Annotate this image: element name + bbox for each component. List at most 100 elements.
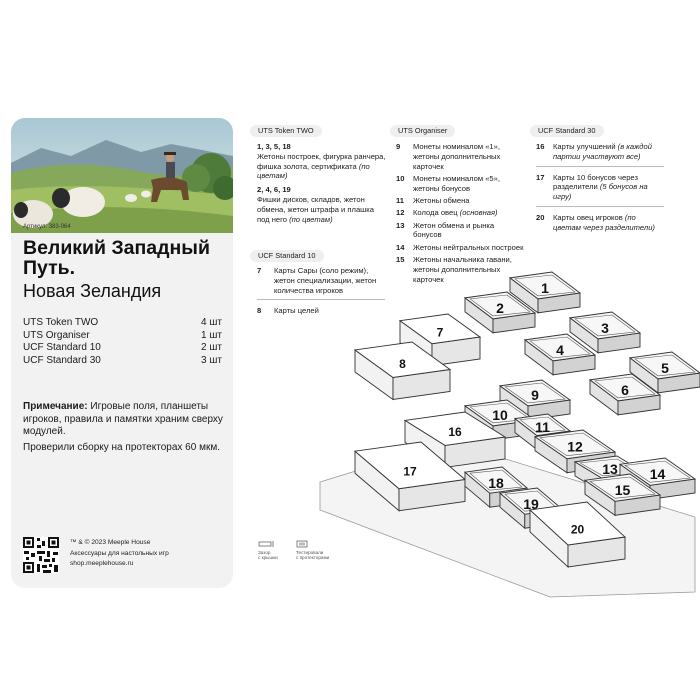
gap-icon (258, 541, 274, 547)
compartment-rim (514, 274, 576, 297)
compartment-top (498, 379, 572, 407)
tag-ucf-standard-30: UCF Standard 30 (530, 125, 604, 137)
compartment-rim (519, 416, 566, 433)
compartment-rim (469, 294, 531, 317)
tag-uts-organiser: UTS Organiser (390, 125, 456, 137)
compartment-top (513, 413, 572, 437)
compartment-number: 3 (601, 320, 609, 336)
compartment-number: 5 (661, 360, 669, 376)
compartment-top (353, 341, 452, 378)
organizer-compartment: 20 (528, 501, 627, 569)
compartment-rim (504, 382, 566, 404)
compartment-number: 1 (541, 280, 549, 296)
compartment-top (588, 373, 662, 402)
compartment-top (528, 501, 627, 546)
compartment-number: 9 (531, 387, 539, 403)
compartment-top (463, 291, 537, 320)
organizer-compartment: 1 (508, 271, 582, 314)
compartment-rim (589, 476, 656, 499)
cover-illustration (11, 118, 233, 233)
compartment-number: 2 (496, 300, 504, 316)
sleeve-check-note: Проверили сборку на протекторах 60 мкм. (23, 442, 220, 453)
list-item: 2, 4, 6, 19 Фишки дисков, складов, жетон… (257, 185, 374, 224)
compartment-number: 17 (403, 465, 417, 479)
organizer-compartment: 4 (523, 333, 597, 376)
compartment-top (568, 311, 642, 340)
compartment-rim (469, 469, 523, 491)
compartment-rim (529, 336, 591, 359)
compartment-rim (624, 460, 691, 483)
compartment-rim (634, 354, 696, 377)
compartment-top (508, 271, 582, 300)
compartment-number: 10 (492, 407, 508, 423)
organizer-compartment: 5 (628, 351, 700, 394)
sleeve-icon (296, 540, 308, 548)
game-subtitle: Новая Зеландия (23, 281, 162, 301)
compartment-top (583, 473, 662, 502)
compartment-number: 16 (448, 425, 462, 439)
compartment-number: 7 (437, 325, 444, 339)
compartment-number: 14 (650, 466, 666, 482)
compartment-number: 11 (535, 419, 550, 435)
organizer-compartment: 6 (588, 373, 662, 416)
compartment-top (533, 429, 617, 460)
compartment-number: 18 (488, 475, 504, 491)
compartment-rim (594, 376, 656, 399)
organizer-compartment: 3 (568, 311, 642, 354)
game-title: Великий Западный Путь. (23, 237, 210, 279)
compartment-number: 6 (621, 382, 629, 398)
compartment-number: 12 (567, 439, 583, 455)
compartment-number: 19 (523, 496, 539, 512)
gap-legend: Зазор с крышки (258, 540, 278, 561)
compartment-number: 13 (602, 461, 618, 477)
organizer-compartment: 17 (353, 441, 467, 512)
tested-legend: Тестировали с протекторами (296, 540, 329, 561)
compartment-number: 4 (556, 342, 564, 358)
list-item: 1, 3, 5, 18 Жетоны построек, фигурка ран… (257, 142, 386, 181)
compartment-top (618, 457, 697, 486)
tag-uts-token-two: UTS Token TWO (250, 125, 322, 137)
qr-code-icon (23, 537, 59, 573)
compartment-top (628, 351, 700, 380)
compartment-number: 15 (615, 482, 631, 498)
compartment-number: 20 (571, 523, 585, 537)
organizer-compartment: 8 (353, 341, 452, 401)
tag-ucf-standard-10: UCF Standard 10 (250, 250, 324, 262)
organizer-compartment: 2 (463, 291, 537, 334)
compartment-top (463, 466, 529, 494)
note-paragraph: Примечание: Игровые поля, планшеты игрок… (23, 401, 223, 437)
organizer-compartment: 15 (583, 473, 662, 517)
compartment-rim (574, 314, 636, 337)
compartment-rim (539, 432, 611, 457)
compartment-number: 8 (399, 357, 406, 371)
compartment-top (398, 313, 482, 345)
compartment-top (403, 411, 507, 446)
copyright-block: ™ & © 2023 Meeple House Аксессуары для н… (70, 539, 169, 567)
compartment-top (523, 333, 597, 362)
token-two-list: 1, 3, 5, 18 Жетоны построек, фигурка ран… (257, 142, 387, 227)
article-number: Артикул: 383-064 (23, 224, 71, 230)
